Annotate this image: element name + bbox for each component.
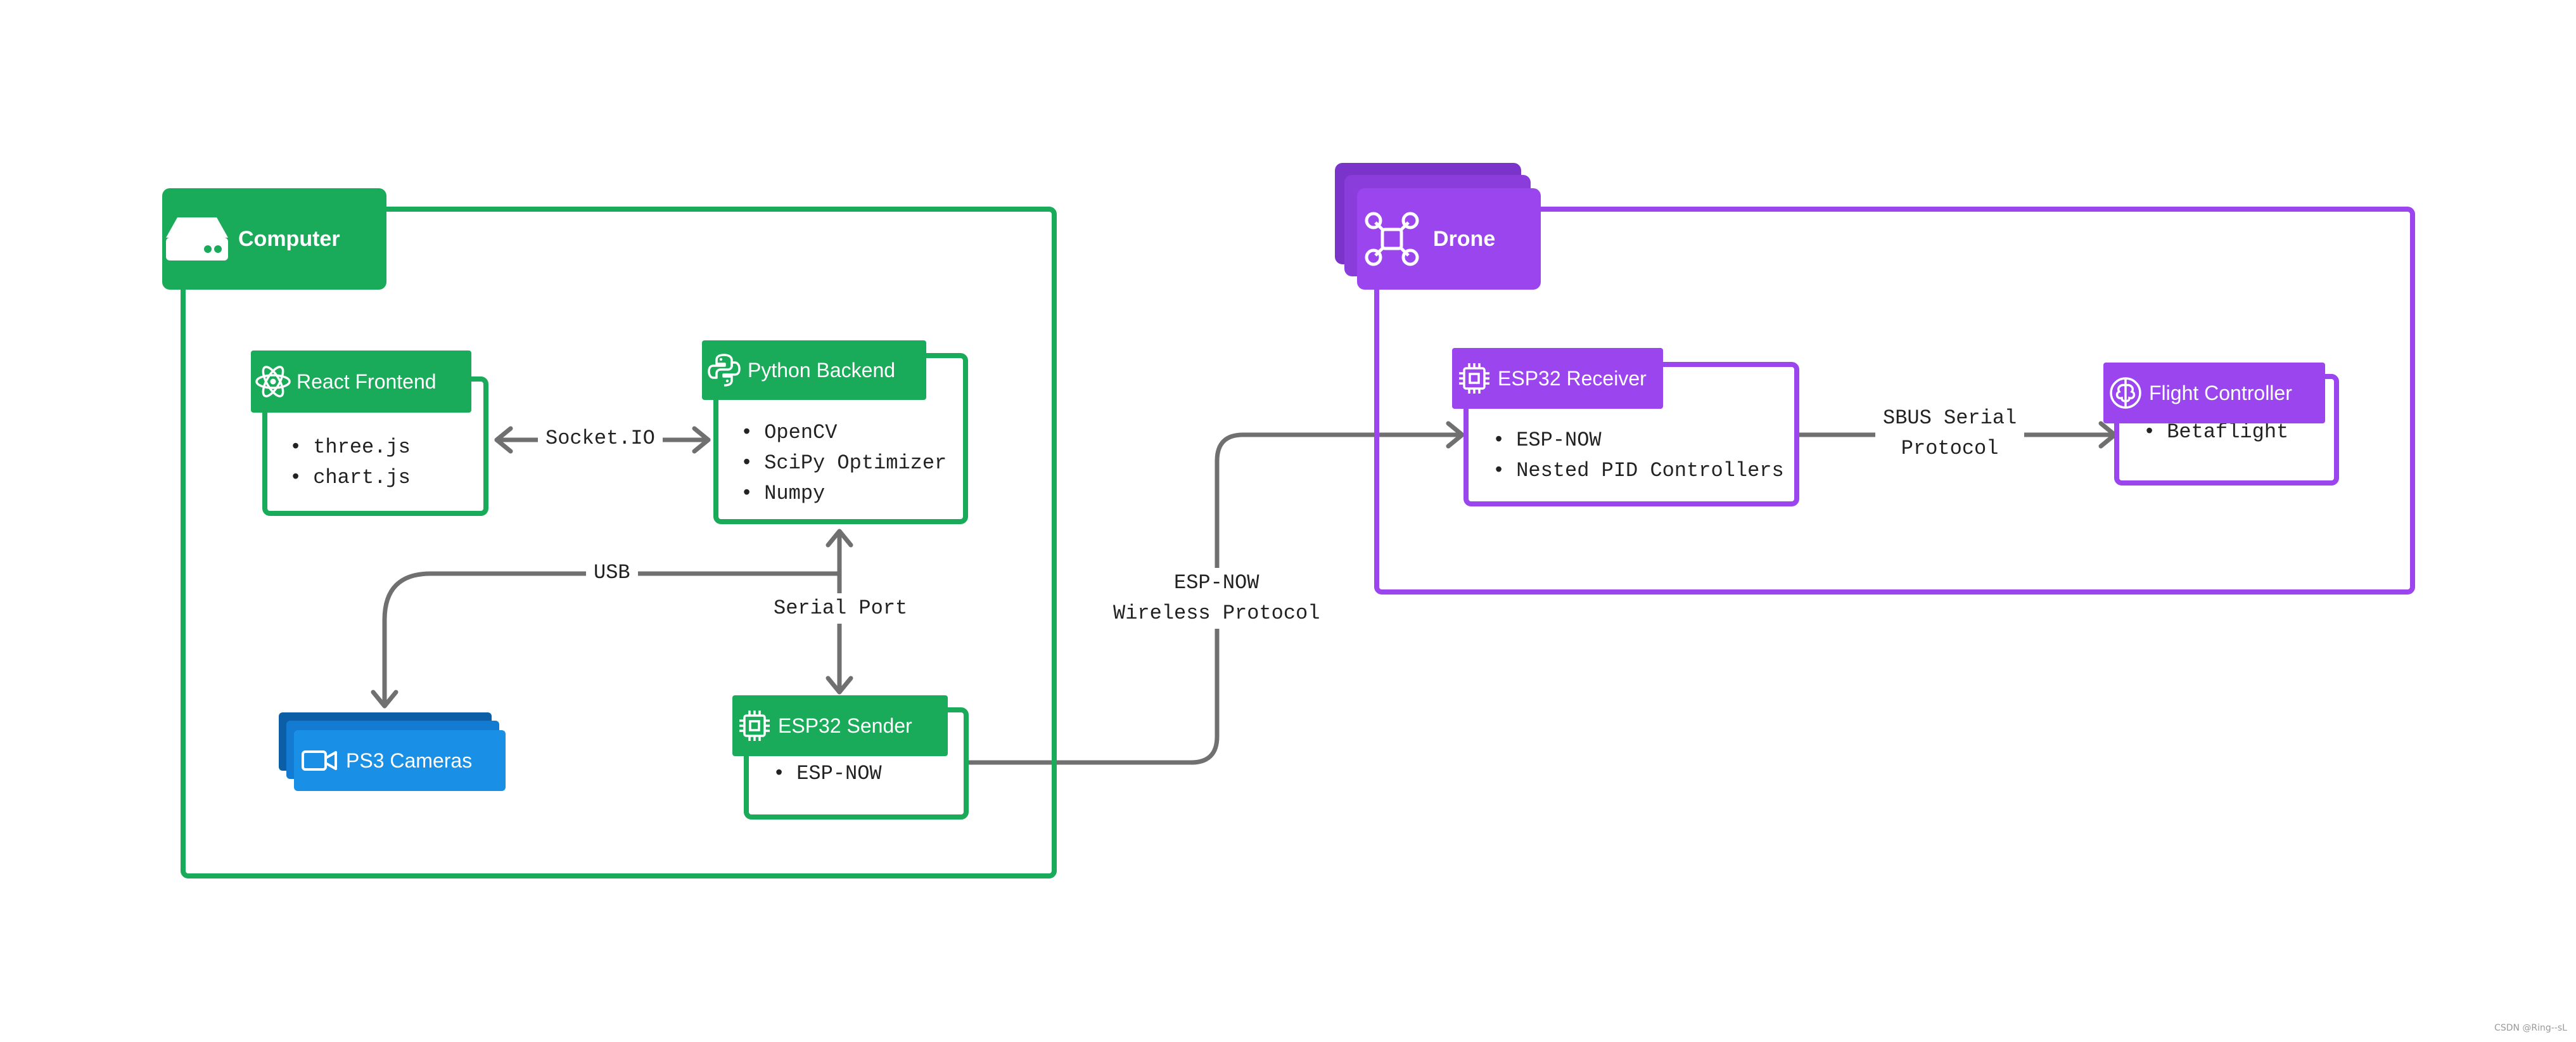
drone-group-header: Drone [1357, 188, 1541, 290]
edge-usb-arrow-up [826, 529, 853, 548]
react-icon [251, 351, 295, 413]
react-frontend-label: React Frontend [296, 370, 437, 393]
edge-label-serial-port: Serial Port [766, 593, 915, 624]
esp32-receiver-items: ESP-NOW Nested PID Controllers [1493, 425, 1784, 486]
esp32-sender-label: ESP32 Sender [778, 714, 912, 737]
esp32-receiver-item: ESP-NOW [1493, 425, 1784, 456]
edge-socketio-arrow-right [692, 426, 711, 454]
video-camera-icon [294, 730, 345, 791]
computer-group-header: Computer [162, 188, 386, 290]
edge-serial-port-arrow-down [826, 676, 853, 695]
edge-usb [382, 530, 842, 707]
react-frontend-item: chart.js [290, 463, 411, 493]
edge-usb-arrow-down [371, 690, 399, 709]
drone-icon [1357, 188, 1427, 290]
python-backend-header: Python Backend [702, 340, 926, 400]
ps3-cameras-node[interactable]: PS3 Cameras [294, 730, 506, 791]
react-frontend-item: three.js [290, 432, 411, 463]
python-backend-item: OpenCV [741, 418, 947, 448]
ps3-cameras-label: PS3 Cameras [346, 749, 473, 772]
brain-icon [2103, 363, 2148, 423]
edge-label-socketio: Socket.IO [538, 423, 663, 454]
computer-group-label: Computer [238, 226, 340, 251]
edge-socketio-arrow-left [494, 426, 513, 454]
drone-group-label: Drone [1433, 226, 1496, 251]
server-icon [162, 188, 232, 290]
esp32-receiver-item: Nested PID Controllers [1493, 456, 1783, 486]
esp32-receiver-label: ESP32 Receiver [1498, 366, 1647, 390]
chip-icon [1452, 348, 1496, 409]
python-backend-items: OpenCV SciPy Optimizer Numpy [741, 418, 947, 509]
computer-group [181, 207, 1057, 878]
flight-controller-header: Flight Controller [2103, 363, 2325, 423]
react-frontend-header: React Frontend [251, 351, 471, 413]
esp32-sender-items: ESP-NOW [773, 759, 881, 789]
python-backend-item: Numpy [741, 479, 947, 509]
drone-group [1374, 207, 2415, 595]
react-frontend-items: three.js chart.js [290, 432, 411, 493]
flight-controller-item: Betaflight [2143, 417, 2288, 447]
flight-controller-items: Betaflight [2143, 417, 2288, 447]
esp32-receiver-header: ESP32 Receiver [1452, 348, 1663, 409]
edge-label-sbus: SBUS Serial Protocol [1875, 403, 2025, 464]
watermark: CSDN @Ring--sL [2494, 1023, 2567, 1033]
chip-icon [732, 695, 777, 756]
python-icon [702, 340, 746, 400]
esp32-sender-header: ESP32 Sender [732, 695, 948, 756]
python-backend-item: SciPy Optimizer [741, 448, 947, 479]
esp32-sender-item: ESP-NOW [773, 759, 881, 789]
edge-label-espnow: ESP-NOW Wireless Protocol [1106, 568, 1328, 629]
edge-espnow-arrow [1446, 421, 1465, 449]
python-backend-label: Python Backend [748, 358, 896, 382]
edge-label-usb: USB [586, 558, 638, 588]
flight-controller-label: Flight Controller [2149, 381, 2292, 404]
